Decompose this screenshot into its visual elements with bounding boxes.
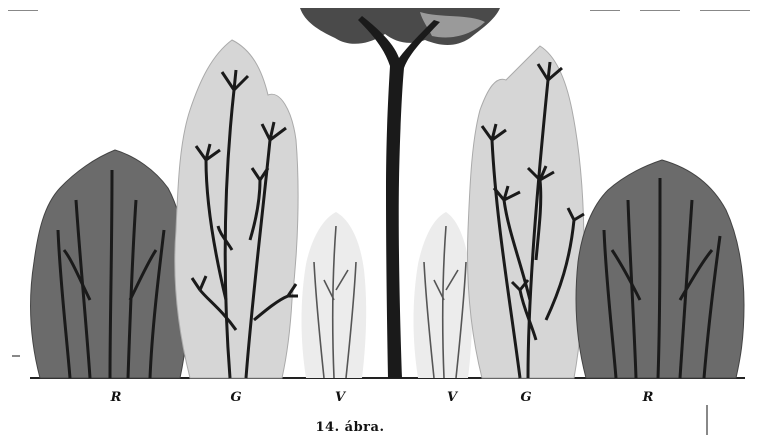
tree-g-right-crown	[468, 46, 584, 378]
tree-label-r-left: R	[111, 390, 122, 405]
tree-g-left-crown	[175, 40, 298, 378]
figure-caption: 14. ábra.	[316, 420, 385, 435]
tree-label-v-right: V	[447, 390, 457, 405]
tree-label-g-left: G	[230, 390, 241, 405]
tree-label-v-left: V	[335, 390, 345, 405]
tree-label-r-right: R	[643, 390, 654, 405]
tree-label-g-right: G	[520, 390, 531, 405]
